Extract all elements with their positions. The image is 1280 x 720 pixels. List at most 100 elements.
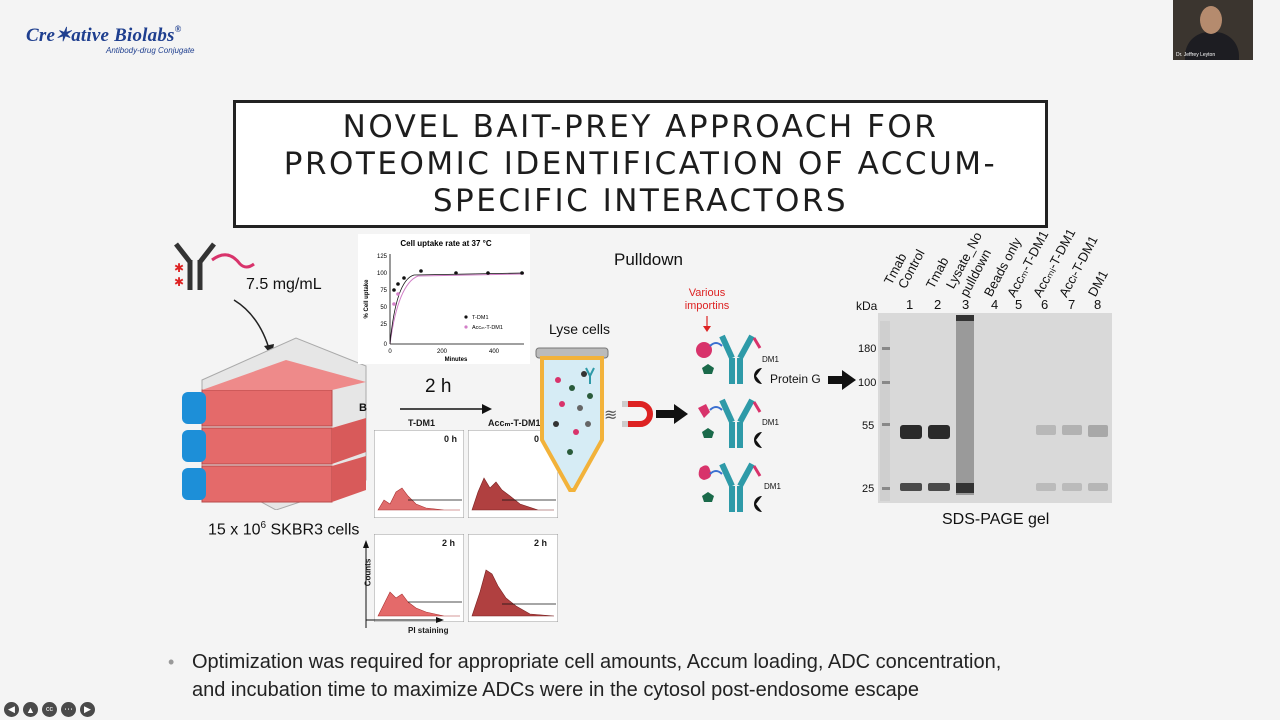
bullet-text-line-2: and incubation time to maximize ADCs wer… [192,679,920,701]
y-tick-100: 100 [377,271,388,277]
uptake-xlabel: Minutes [445,357,468,363]
slide-title-box: NOVEL BAIT-PREY APPROACH FOR PROTEOMIC I… [233,100,1048,228]
hist-xlabel: PI staining [408,626,449,635]
lane-num-1: 1 [906,297,914,312]
kda-header: kDa [856,299,878,313]
lysis-tube [535,347,609,492]
lane-num-4: 4 [991,297,999,312]
lane-num-2: 2 [934,297,942,312]
arrow-right-icon [400,404,492,414]
uptake-ylabel: % Cell uptake [364,279,370,319]
next-slide-button[interactable]: ▶ [80,702,95,717]
hist-col-accm: Accₘ-T-DM1 [488,418,541,428]
svg-text:≋: ≋ [604,405,617,424]
y-tick-75: 75 [380,288,387,294]
arrow-left-icon: ◀ [8,704,15,714]
pulldown-label: Pulldown [614,250,683,269]
gel-image [878,313,1112,503]
lane-num-5: 5 [1015,297,1023,312]
lane-num-3: 3 [962,297,970,312]
slide-title: NOVEL BAIT-PREY APPROACH FOR PROTEOMIC I… [284,109,997,220]
uptake-chart: Cell uptake rate at 37 °C 125 100 75 50 … [358,234,530,364]
bullet-text-line-1: Optimization was required for appropriat… [192,651,1002,673]
arrow-to-gel-icon [828,370,856,390]
previous-slide-button[interactable]: ◀ [4,702,19,717]
lane-num-8: 8 [1094,297,1102,312]
histogram-grid: T-DM1 Accₘ-T-DM1 0 h 0 h 2 h 2 h Counts … [362,418,558,635]
concentration-label: 7.5 mg/mL [246,276,322,293]
marker-100: 100 [858,377,877,389]
bullet-continuation: and incubation time to maximize ADCs wer… [168,676,1168,704]
y-tick-0: 0 [384,342,388,348]
hist-label-0h-a: 0 h [444,434,458,444]
time-label: 2 h [425,376,452,397]
arrow-right-big-icon [656,404,688,424]
title-line-3: SPECIFIC INTERACTORS [432,182,849,219]
arrow-down-small-icon [703,316,711,332]
uptake-chart-title: Cell uptake rate at 37 °C [400,239,491,248]
logo-tagline: Antibody-drug Conjugate [106,46,195,55]
title-line-2: PROTEOMIC IDENTIFICATION OF ACCUM- [283,145,998,182]
more-icon: ⋯ [64,704,73,714]
cell-count-base: 15 x 10 [208,521,261,539]
series-accm-curve [389,273,525,345]
upload-button[interactable]: ▲ [23,702,38,717]
svg-text:✱: ✱ [174,261,184,275]
magnet-icon: ≋ [604,401,653,427]
complex-1 [696,334,762,384]
hist-col-tdm1: T-DM1 [408,418,435,428]
bullet-item: • Optimization was required for appropri… [168,648,1168,676]
various-importins-label: Various importins [684,287,730,312]
bullet-list: • Optimization was required for appropri… [168,648,1168,704]
histogram-tdm1-2h [374,534,464,622]
dm1-label-1: DM1 [762,355,779,364]
antibody-complexes [696,334,762,512]
sds-page-caption: SDS-PAGE gel [942,511,1050,528]
lane-num-7: 7 [1068,297,1076,312]
sds-page-gel [878,313,1112,503]
more-options-button[interactable]: ⋯ [61,702,76,717]
panel-letter: B [359,402,367,414]
marker-180: 180 [858,343,877,355]
logo-text: Cre✶ative Biolabs [26,25,175,46]
histogram-accm-2h [468,534,558,622]
y-tick-50: 50 [380,305,387,311]
captions-button[interactable]: cc [42,702,57,717]
hist-label-2h-a: 2 h [442,538,456,548]
cell-count-label: 15 x 106 SKBR3 cells [208,520,359,539]
lane-label-dm1: DM1 [1084,267,1111,299]
x-tick-400: 400 [489,349,500,355]
flask-3 [182,360,366,427]
hist-label-2h-b: 2 h [534,538,548,548]
brand-logo: Cre✶ative Biolabs® Antibody-drug Conjuga… [26,24,216,58]
x-tick-200: 200 [437,349,448,355]
x-tick-0: 0 [388,349,392,355]
dm1-label-3: DM1 [764,482,781,491]
cell-culture-flasks [182,337,367,510]
hist-ylabel: Counts [363,558,373,587]
legend-accm: Accₘ-T-DM1 [472,325,503,331]
hist-y-axis-arrow-icon [363,540,369,628]
marker-25: 25 [862,483,875,495]
uptake-chart-svg: Cell uptake rate at 37 °C 125 100 75 50 … [364,239,525,363]
cell-count-exponent: 6 [260,520,267,531]
hist-x-axis-arrow-icon [366,617,444,623]
antibody-accum-icon: ✱ ✱ [174,242,255,290]
logo-reg-mark: ® [174,24,182,34]
flask-1 [182,456,366,503]
complex-3 [698,462,762,512]
title-line-1: NOVEL BAIT-PREY APPROACH FOR [342,108,939,145]
upload-icon: ▲ [26,704,35,715]
y-tick-25: 25 [380,322,387,328]
svg-text:✱: ✱ [174,275,184,289]
presenter-webcam[interactable]: Dr. Jeffrey Leyton [1173,0,1253,60]
cell-count-tail: SKBR3 cells [266,521,360,539]
bullet-dot-icon: • [168,652,175,672]
presenter-head [1200,6,1222,34]
flask-2 [182,418,366,465]
dm1-label-2: DM1 [762,418,779,427]
complex-2 [698,398,762,448]
marker-55: 55 [862,420,875,432]
presenter-body [1185,32,1239,60]
legend-tdm1: T-DM1 [472,315,489,321]
